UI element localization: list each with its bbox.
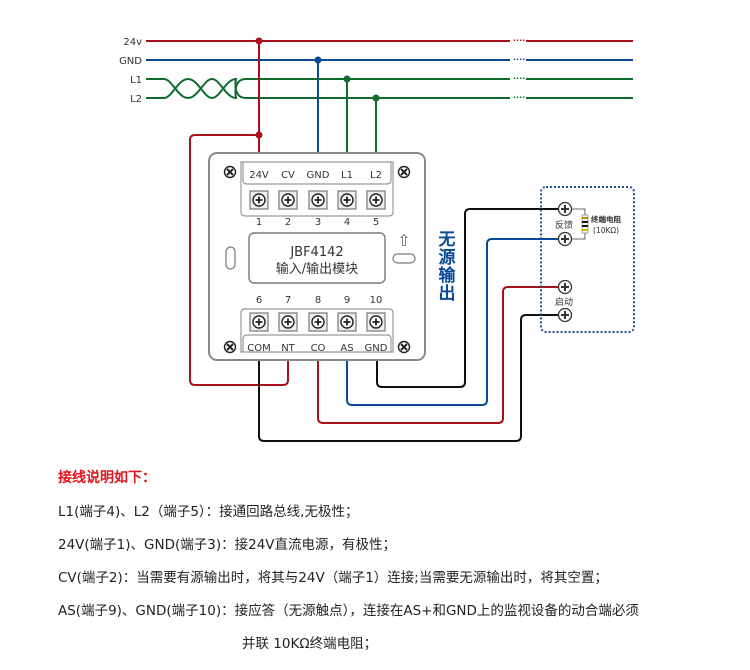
note-line: AS(端子9)、GND(端子10)：接应答（无源触点），连接在AS+和GND上的… bbox=[58, 603, 639, 619]
module-name: 输入/输出模块 bbox=[276, 261, 358, 277]
terminal-number: 9 bbox=[344, 295, 350, 306]
terminal-label: 24V bbox=[249, 170, 269, 181]
resistor-label: 终端电阻 bbox=[590, 214, 621, 224]
corner-screw-icon bbox=[223, 165, 237, 179]
note-line: L1(端子4)、L2（端子5）：接通回路总线,无极性； bbox=[58, 504, 359, 520]
bus-continuation-l1: ···· bbox=[513, 74, 525, 83]
terminal-screw-icon[interactable] bbox=[366, 190, 386, 210]
terminal-screw-icon[interactable] bbox=[337, 190, 357, 210]
terminal-screw-icon[interactable] bbox=[278, 312, 298, 332]
module-nameplate bbox=[248, 232, 386, 284]
bottom-label-strip bbox=[242, 334, 392, 352]
resistor-value: (10KΩ) bbox=[593, 226, 619, 235]
output-wires bbox=[258, 208, 558, 442]
bus-line-l1 bbox=[146, 77, 633, 100]
bus-label-gnd: GND bbox=[119, 56, 142, 67]
wire-co-to-start bbox=[317, 286, 558, 424]
passive-output-char: 出 bbox=[439, 283, 456, 304]
terminal-screw-icon[interactable] bbox=[308, 190, 328, 210]
feedback-label: 反馈 bbox=[555, 219, 573, 231]
terminal-number: 8 bbox=[315, 295, 321, 306]
field-device-boundary bbox=[540, 186, 635, 333]
passive-output-label: 无 源 输 出 bbox=[438, 230, 457, 304]
terminal-number: 1 bbox=[256, 217, 262, 228]
wire-com-to-start bbox=[258, 314, 558, 442]
bus-line-l2 bbox=[146, 77, 633, 100]
terminal-label: AS bbox=[340, 343, 353, 354]
bus-label-l2: L2 bbox=[130, 94, 142, 105]
wire-24v-to-nt bbox=[189, 134, 289, 386]
terminal-screw-icon[interactable] bbox=[366, 312, 386, 332]
terminal-screw-icon[interactable] bbox=[249, 190, 269, 210]
wiring-diagram: 24v GND L1 L2 ···· ···· ···· ···· bbox=[119, 36, 635, 442]
wiring-notes: 接线说明如下： L1(端子4)、L2（端子5）：接通回路总线,无极性； 24V(… bbox=[58, 468, 738, 661]
wire-as-to-feedback bbox=[346, 238, 558, 406]
terminal-screw-icon[interactable] bbox=[249, 312, 269, 332]
notes-title: 接线说明如下： bbox=[58, 470, 156, 486]
terminal-label: L2 bbox=[370, 170, 382, 181]
bus-continuation-24v: ···· bbox=[513, 36, 525, 45]
junction-l2 bbox=[372, 94, 380, 102]
terminal-screw-icon[interactable] bbox=[278, 190, 298, 210]
module-model: JBF4142 bbox=[289, 245, 343, 260]
bus-label-l1: L1 bbox=[130, 75, 142, 86]
junction-24v-loop bbox=[255, 131, 263, 139]
terminal-screw-icon[interactable] bbox=[308, 312, 328, 332]
corner-screw-icon bbox=[397, 165, 411, 179]
field-terminal-icon[interactable] bbox=[557, 201, 573, 217]
top-terminals: 24V CV GND L1 L2 1 2 3 4 5 bbox=[249, 170, 386, 228]
resistor-icon bbox=[581, 214, 589, 234]
terminal-number: 6 bbox=[256, 295, 262, 306]
up-arrow-icon: ⇧ bbox=[397, 231, 410, 250]
start-label: 启动 bbox=[555, 296, 573, 308]
terminal-label: GND bbox=[307, 170, 330, 181]
corner-screw-icon bbox=[223, 340, 237, 354]
terminal-number: 10 bbox=[370, 295, 383, 306]
junction-l1 bbox=[343, 75, 351, 83]
note-line: CV(端子2)：当需要有源输出时，将其与24V（端子1）连接;当需要无源输出时，… bbox=[58, 570, 608, 586]
note-line: 24V(端子1)、GND(端子3)：接24V直流电源，有极性； bbox=[58, 537, 397, 553]
terminal-label: CV bbox=[281, 170, 295, 181]
top-label-strip bbox=[242, 162, 392, 185]
bus-label-24v: 24v bbox=[123, 37, 142, 48]
terminal-screw-icon[interactable] bbox=[337, 312, 357, 332]
io-module: 24V CV GND L1 L2 1 2 3 4 5 JBF4142 输入/输出… bbox=[208, 152, 426, 361]
junction-gnd bbox=[314, 56, 322, 64]
passive-output-char: 无 bbox=[438, 230, 456, 250]
terminal-label: L1 bbox=[341, 170, 353, 181]
passive-output-char: 输 bbox=[439, 265, 457, 286]
terminal-number: 2 bbox=[285, 217, 291, 228]
field-terminal-icon[interactable] bbox=[557, 307, 573, 323]
corner-screw-icon bbox=[397, 340, 411, 354]
bus-continuation-gnd: ···· bbox=[513, 55, 525, 64]
bus-continuation-l2: ···· bbox=[513, 93, 525, 102]
mounting-slot-left bbox=[225, 246, 236, 270]
terminal-label: CO bbox=[311, 343, 326, 354]
terminal-label: NT bbox=[281, 343, 295, 354]
terminal-number: 4 bbox=[344, 217, 350, 228]
terminal-number: 7 bbox=[285, 295, 291, 306]
passive-output-char: 源 bbox=[439, 247, 456, 268]
wire-gnd10-to-feedback bbox=[376, 208, 558, 388]
terminal-number: 3 bbox=[315, 217, 321, 228]
field-terminal-icon[interactable] bbox=[557, 231, 573, 247]
field-device: 终端电阻 (10KΩ) 反馈 启动 bbox=[540, 186, 635, 333]
field-terminal-icon[interactable] bbox=[557, 279, 573, 295]
terminal-number: 5 bbox=[373, 217, 379, 228]
mounting-slot-right bbox=[392, 253, 416, 264]
terminal-label: COM bbox=[247, 343, 270, 354]
bus-lines: 24v GND L1 L2 ···· ···· ···· ···· bbox=[119, 36, 633, 386]
terminal-label: GND bbox=[365, 343, 388, 354]
note-line: 并联 10KΩ终端电阻； bbox=[242, 636, 378, 652]
bottom-terminals: 6 7 8 9 10 COM NT CO AS GND bbox=[247, 295, 388, 354]
junction-24v bbox=[255, 37, 263, 45]
